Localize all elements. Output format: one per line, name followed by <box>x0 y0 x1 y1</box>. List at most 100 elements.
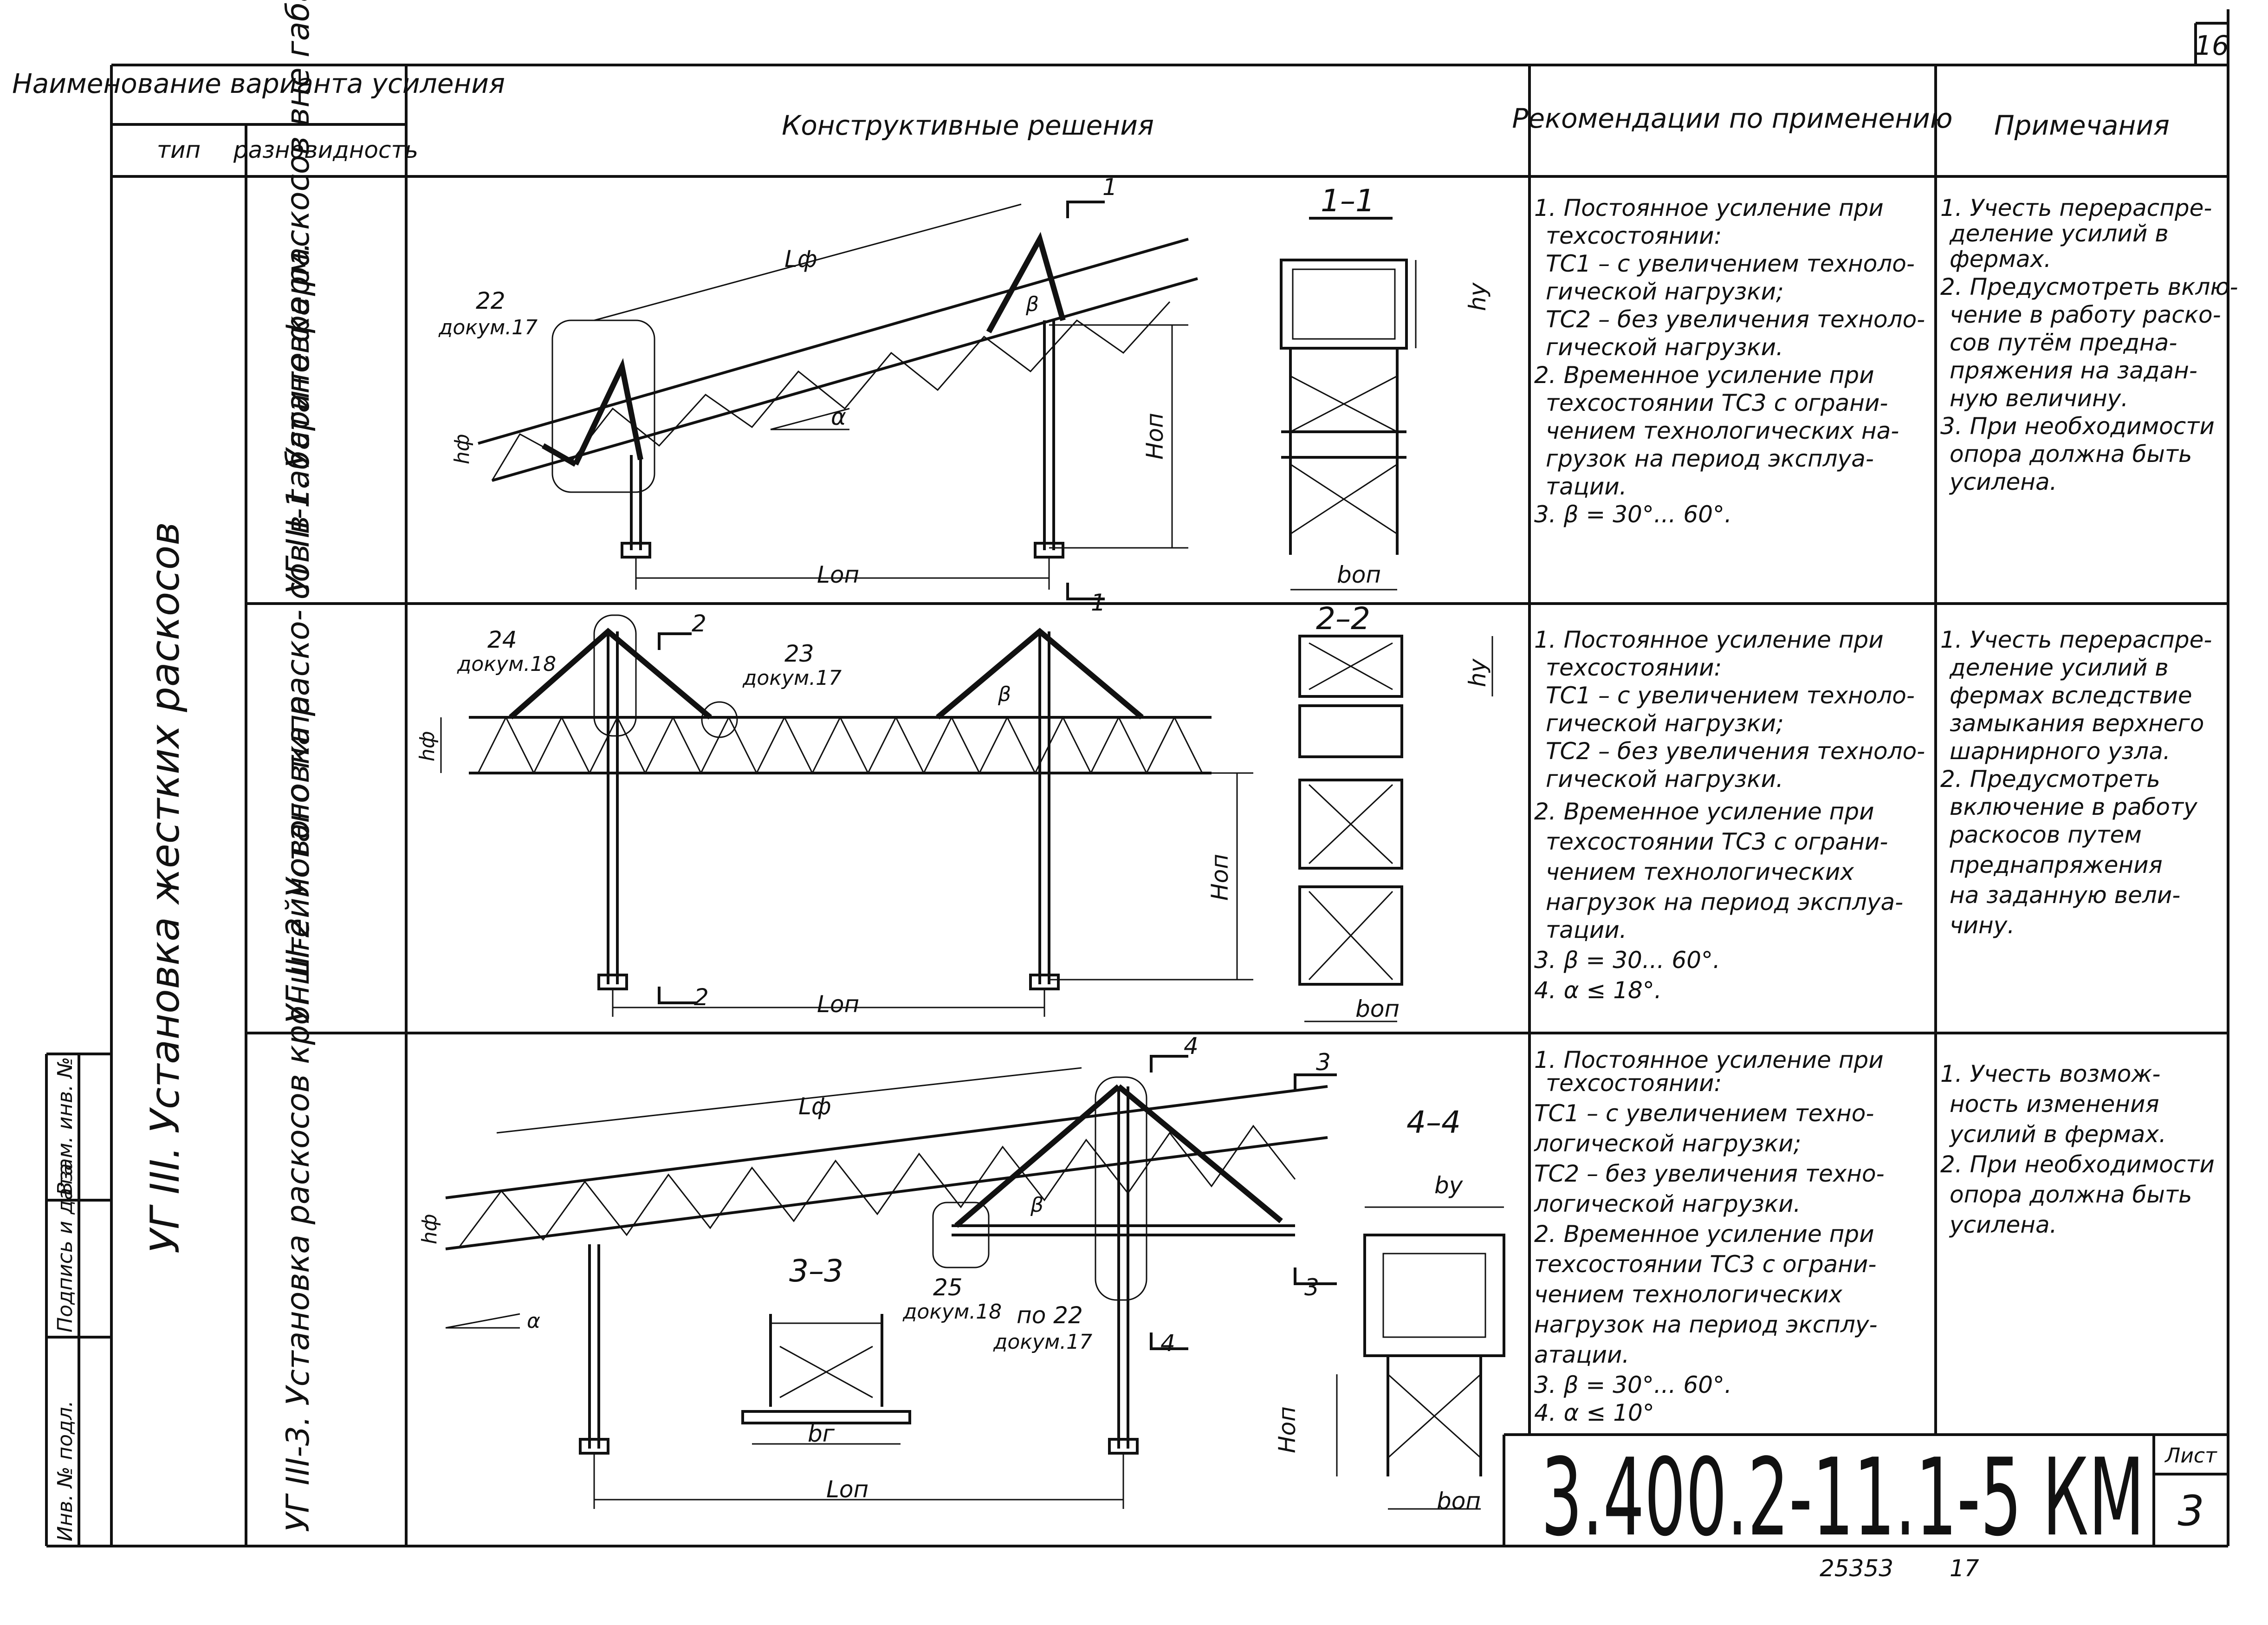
row3-labels: Lф hф α β 25 докум.18 по 22 докум.17 3–3… <box>418 1033 1481 1514</box>
document-code: 3.400.2-11.1-5 КМ <box>1541 1436 2145 1560</box>
row1-kind: УГ III-1. Установка раскосов вне габарит… <box>280 0 317 594</box>
row3-kind: УГ III-3. Установка раскосов кронштейнов… <box>280 695 317 1532</box>
note-line: на заданную вели- <box>1950 882 2180 909</box>
rec-line: 2. Временное усиление при <box>1534 362 1874 389</box>
label-hop: Hоп <box>1141 413 1168 460</box>
rec-line: нагрузок на период эксплу- <box>1534 1311 1878 1338</box>
row1-labels: Lф 22 докум.17 hф Lоп Hоп α β 1–1 hу bоп… <box>438 174 1491 616</box>
rec-line: гической нагрузки; <box>1546 710 1784 737</box>
note-line: чение в работу раско- <box>1950 301 2221 328</box>
label-alpha: α <box>831 403 846 430</box>
rec-line: 2. Временное усиление при <box>1534 798 1874 825</box>
note-line: раскосов путем <box>1949 821 2142 848</box>
rec-line: гической нагрузки; <box>1546 278 1784 305</box>
row1-drawing <box>478 201 1417 600</box>
label-lop: Lоп <box>817 991 859 1018</box>
note-line: 2. Предусмотреть вклю- <box>1940 273 2238 300</box>
rec-line: техсостоянии: <box>1546 1070 1722 1097</box>
group-title: УГ III. Установка жестких раскосов <box>142 522 188 1254</box>
header-kind: разновидность <box>233 136 418 163</box>
rec-line: тации. <box>1546 916 1627 943</box>
label-bg: bг <box>808 1420 835 1447</box>
rec-line: логической нагрузки. <box>1534 1190 1801 1217</box>
archive-number: 25353 <box>1820 1555 1893 1582</box>
row2-recommendations: 1. Постоянное усиление при техсостоянии:… <box>1534 626 1925 1004</box>
cut-top: 1 <box>1102 174 1117 201</box>
stamp-signature: Подпись и дата <box>53 1164 77 1332</box>
header-type: тип <box>157 136 201 163</box>
note-line: усилена. <box>1949 1211 2057 1238</box>
note-line: чину. <box>1950 912 2015 939</box>
section-2-2: 2–2 <box>1316 601 1370 637</box>
row1-notes: 1. Учесть перераспре- деление усилий в ф… <box>1940 195 2238 495</box>
note-line: фермах. <box>1950 246 2051 273</box>
stamp-inv: Инв. № подл. <box>53 1400 77 1541</box>
label-hf: hф <box>418 1214 441 1244</box>
rec-line: гической нагрузки. <box>1546 334 1783 361</box>
label-beta: β <box>1030 1193 1043 1217</box>
cut-bottom: 2 <box>694 984 709 1011</box>
note-line: ную величину. <box>1950 385 2128 412</box>
note-line: 1. Учесть перераспре- <box>1940 195 2212 221</box>
ref2-doc: докум.17 <box>742 666 842 690</box>
section-1-1: 1–1 <box>1321 183 1375 219</box>
rec-line: ТС1 – с увеличением технолo- <box>1546 682 1915 709</box>
rec-line: ТС1 – с увеличением техноло- <box>1546 250 1915 277</box>
ref2-num: по 22 <box>1017 1302 1083 1329</box>
rec-line: 3. β = 30... 60°. <box>1534 947 1720 974</box>
label-bop: bоп <box>1355 995 1400 1022</box>
stamp-replace: Взам. инв. № <box>53 1057 77 1196</box>
rec-line: ТС2 – без увеличения техно- <box>1534 1160 1885 1187</box>
section-4-4: 4–4 <box>1406 1105 1461 1140</box>
note-line: включение в работу <box>1950 793 2198 820</box>
rec-line: нагрузок на период эксплуа- <box>1546 889 1903 916</box>
rec-line: ТС2 – без увеличения техноло- <box>1546 738 1925 765</box>
label-lf: Lф <box>784 246 817 273</box>
note-line: усилий в фермах. <box>1949 1121 2166 1148</box>
rec-line: атации. <box>1534 1341 1629 1368</box>
label-hop: Hоп <box>1274 1406 1301 1453</box>
note-line: усилена. <box>1949 468 2057 495</box>
ref1-doc: докум.18 <box>457 652 556 676</box>
note-line: 2. При необходимости <box>1940 1151 2215 1178</box>
rec-line: ТС1 – с увеличением техно- <box>1534 1100 1874 1127</box>
note-line: 2. Предусмотреть <box>1940 766 2160 793</box>
label-hu: hу <box>1464 282 1491 311</box>
note-line: замыкания верхнего <box>1950 710 2204 737</box>
rec-line: грузок на период эксплуа- <box>1546 445 1874 472</box>
rec-line: гической нагрузки. <box>1546 766 1783 793</box>
note-line: 3. При необходимости <box>1940 413 2215 440</box>
note-line: деление усилий в <box>1949 220 2169 247</box>
label-bu: bу <box>1434 1172 1464 1199</box>
note-line: фермах вследствие <box>1950 682 2192 709</box>
rec-line: чением технологических <box>1546 858 1854 885</box>
label-beta: β <box>1025 292 1039 316</box>
row2-kind: УГ III-2. Установка раско- сов в габарит… <box>280 242 317 1024</box>
ref-doc: докум.17 <box>438 316 538 339</box>
label-hu: hу <box>1464 658 1491 687</box>
ref-num: 22 <box>476 287 505 314</box>
rec-line: техсостоянии ТС3 с ограни- <box>1546 828 1888 855</box>
header-solutions: Конструктивные решения <box>782 110 1154 141</box>
row2-drawing <box>440 614 1493 1022</box>
rec-line: 4. α ≤ 18°. <box>1534 977 1662 1004</box>
row2-labels: 24 докум.18 23 докум.17 β hф Lоп Hоп 2–2… <box>415 601 1491 1022</box>
sheet-number: 3 <box>2177 1487 2204 1535</box>
sheet-label: Лист <box>2164 1444 2217 1468</box>
label-hop: Hоп <box>1206 854 1233 901</box>
rec-line: 1. Постоянное усиление при <box>1534 626 1884 653</box>
label-hf: hф <box>415 731 439 761</box>
cut4-top: 4 <box>1184 1033 1199 1060</box>
note-line: ность изменения <box>1950 1091 2159 1118</box>
section-3-3: 3–3 <box>789 1253 843 1289</box>
rec-line: техсостоянии: <box>1546 222 1722 249</box>
label-alpha: α <box>527 1309 540 1333</box>
rec-line: чением технологических <box>1534 1281 1842 1308</box>
note-line: преднапряжения <box>1950 852 2163 878</box>
label-beta: β <box>998 682 1011 706</box>
note-line: деление усилий в <box>1949 654 2169 681</box>
note-line: опора должна быть <box>1950 441 2192 468</box>
note-line: сов путём предна- <box>1950 329 2177 356</box>
cut3-bottom: 3 <box>1304 1274 1319 1301</box>
